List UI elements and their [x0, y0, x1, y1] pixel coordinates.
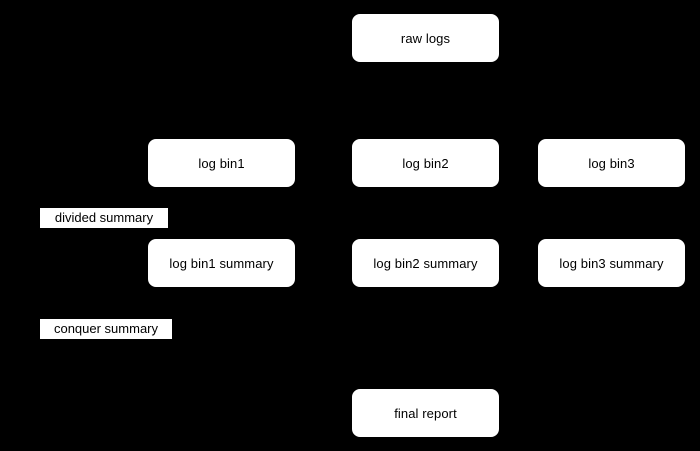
connector-raw-logs-stem: [425, 63, 426, 138]
connector-bin3-to-summary: [611, 188, 612, 238]
edge-label-conquer-summary: conquer summary: [40, 319, 172, 339]
node-raw-logs-label: raw logs: [400, 30, 451, 46]
edge-label-divided-summary-text: divided summary: [54, 210, 154, 225]
edge-label-divided-summary: divided summary: [40, 208, 168, 228]
node-log-bin1-summary-label: log bin1 summary: [169, 255, 274, 271]
connector-summary1-down: [221, 288, 222, 355]
connector-bin1-to-summary: [221, 188, 222, 238]
node-log-bin1-summary[interactable]: log bin1 summary: [147, 238, 296, 288]
node-log-bin1-label: log bin1: [198, 155, 245, 171]
node-log-bin2[interactable]: log bin2: [351, 138, 500, 188]
node-log-bin3[interactable]: log bin3: [537, 138, 686, 188]
node-log-bin1[interactable]: log bin1: [147, 138, 296, 188]
node-log-bin3-summary-label: log bin3 summary: [559, 255, 664, 271]
node-log-bin2-label: log bin2: [402, 155, 449, 171]
connector-bin3-drop: [611, 63, 612, 138]
connector-raw-logs-to-bins: [221, 63, 686, 64]
edge-label-conquer-summary-text: conquer summary: [53, 321, 159, 336]
connector-summaries-to-final: [221, 355, 611, 356]
connector-bin2-to-summary: [425, 188, 426, 238]
connector-summary3-down: [611, 288, 612, 355]
node-log-bin3-summary[interactable]: log bin3 summary: [537, 238, 686, 288]
node-raw-logs[interactable]: raw logs: [351, 13, 500, 63]
connector-summary2-down: [425, 288, 426, 355]
node-log-bin2-summary[interactable]: log bin2 summary: [351, 238, 500, 288]
connector-bin1-drop: [221, 63, 222, 138]
node-final-report[interactable]: final report: [351, 388, 500, 438]
connector-final-stem: [425, 355, 426, 388]
node-log-bin3-label: log bin3: [588, 155, 635, 171]
node-log-bin2-summary-label: log bin2 summary: [373, 255, 478, 271]
node-final-report-label: final report: [394, 405, 457, 421]
